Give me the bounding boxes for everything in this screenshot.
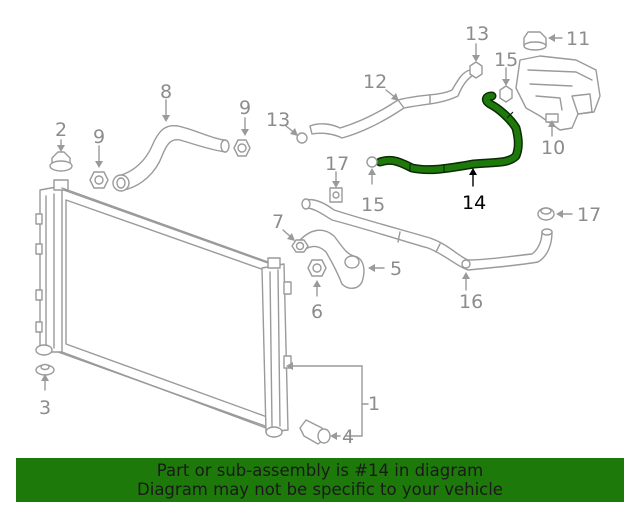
label-5: 5 <box>390 258 402 280</box>
label-15-mid: 15 <box>361 194 385 216</box>
part-15-clamp-top <box>499 67 513 103</box>
part-8-hose <box>112 99 230 192</box>
label-17-mid: 17 <box>325 153 349 175</box>
label-1: 1 <box>368 393 380 415</box>
part-5-lower-hose <box>297 229 385 289</box>
part-3-insulator <box>35 363 55 391</box>
part-10-reservoir <box>515 55 601 137</box>
part-6-clamp <box>307 259 327 297</box>
label-13-left: 13 <box>266 109 290 131</box>
label-8: 8 <box>160 81 172 103</box>
label-16: 16 <box>459 291 483 313</box>
label-17-right: 17 <box>577 204 601 226</box>
label-4: 4 <box>342 426 354 448</box>
part-17-cap-right <box>537 207 573 221</box>
callout-labels: 1 2 3 4 5 6 7 8 9 9 10 11 12 13 13 14 15… <box>39 23 601 448</box>
label-6: 6 <box>311 301 323 323</box>
label-13-top: 13 <box>465 23 489 45</box>
banner-line-1: Part or sub-assembly is #14 in diagram <box>156 461 484 480</box>
part-15-clamp-mid <box>366 156 378 185</box>
label-2: 2 <box>55 119 67 141</box>
label-9-left: 9 <box>93 126 105 148</box>
part-14-hose-highlighted <box>375 91 523 187</box>
part-2-insulator <box>49 139 73 172</box>
part-12-hose <box>309 69 473 139</box>
radiator <box>35 179 292 438</box>
part-1-callout <box>286 362 369 437</box>
label-7: 7 <box>272 211 284 233</box>
part-7-clamp <box>282 229 309 253</box>
banner-line-2: Diagram may not be specific to your vehi… <box>137 480 503 499</box>
label-3: 3 <box>39 397 51 419</box>
part-11-cap <box>523 31 563 51</box>
label-11: 11 <box>566 28 590 50</box>
part-9-clamp-left <box>89 145 109 189</box>
label-12: 12 <box>363 71 387 93</box>
label-15-top: 15 <box>494 49 518 71</box>
label-9-right: 9 <box>239 97 251 119</box>
label-10: 10 <box>541 137 565 159</box>
disclaimer-banner: Part or sub-assembly is #14 in diagram D… <box>16 458 624 502</box>
part-13-clamp-left <box>285 125 308 144</box>
part-13-clamp-top <box>469 43 483 79</box>
part-9-clamp-right <box>233 117 251 157</box>
part-17-bleeder <box>329 171 343 203</box>
part-4-sensor <box>299 419 341 445</box>
part-16-pipe <box>301 198 553 291</box>
parts-diagram: 1 2 3 4 5 6 7 8 9 9 10 11 12 13 13 14 15… <box>35 23 601 448</box>
label-14: 14 <box>462 192 486 214</box>
